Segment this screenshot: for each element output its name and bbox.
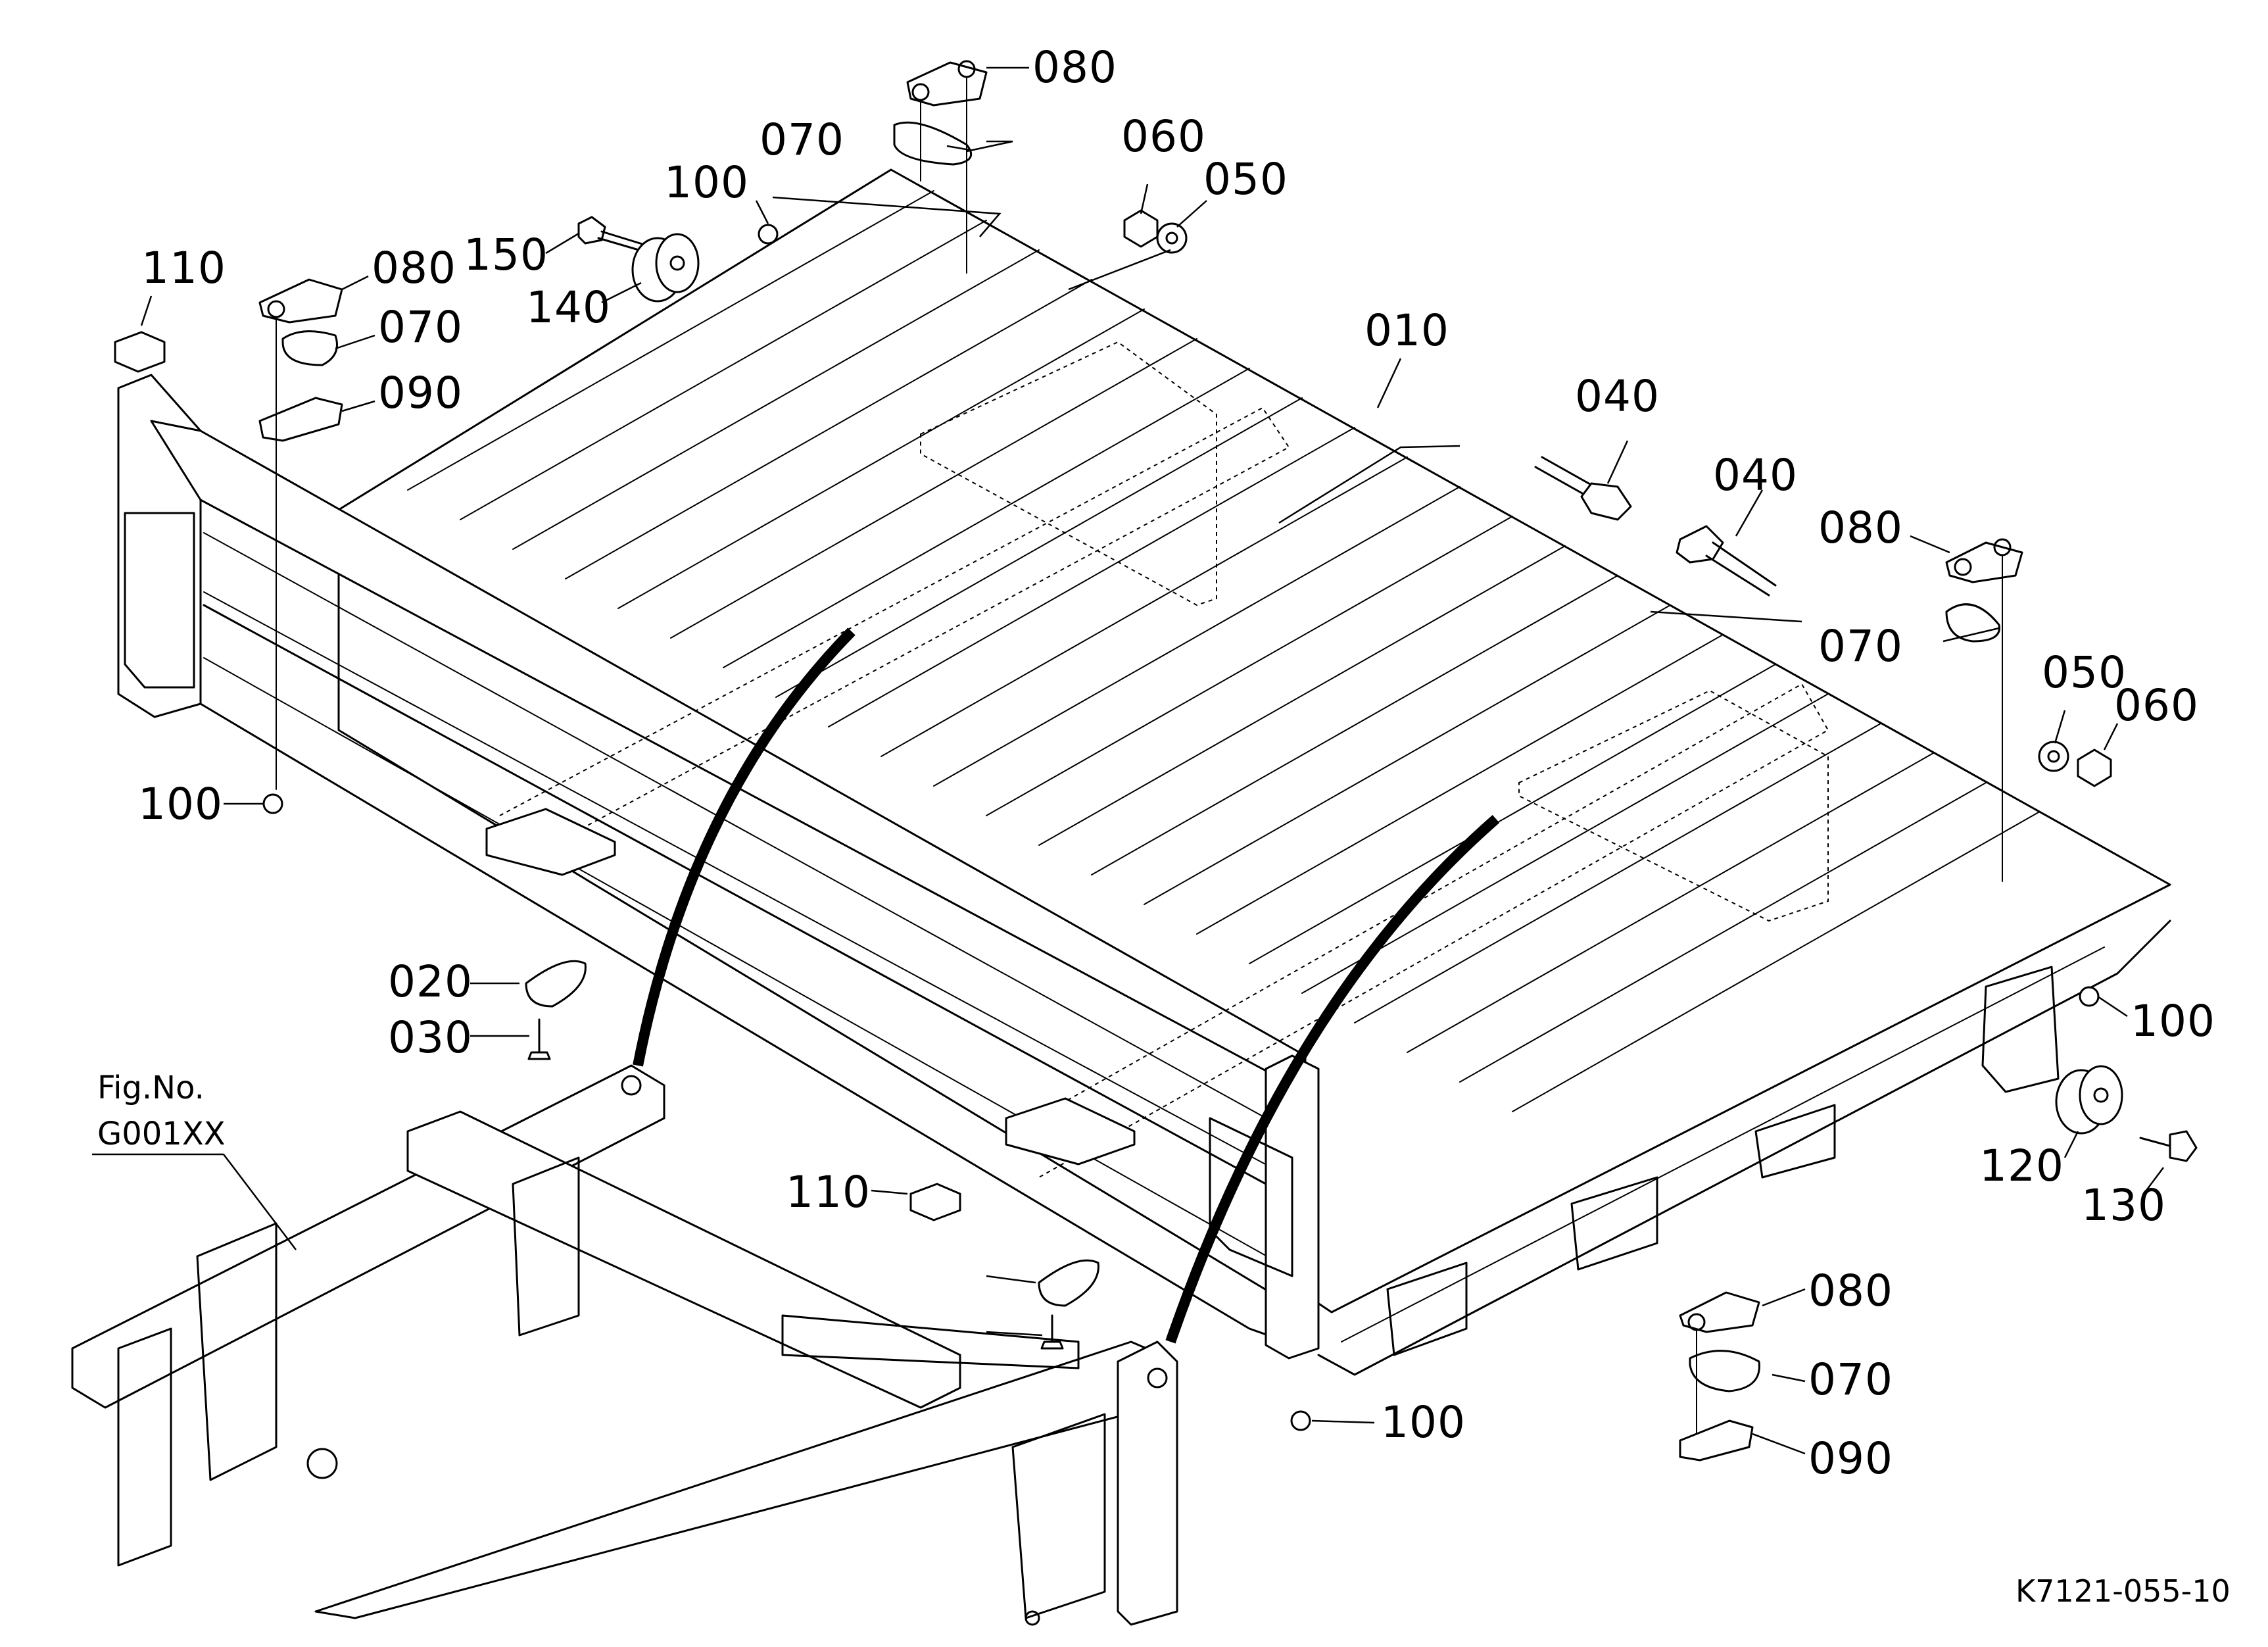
part-labels: 010 020 030 040 040 050 060 050 060 070 … <box>97 42 2231 1609</box>
bushing-120 <box>2055 1065 2123 1135</box>
label-110-top: 110 <box>141 243 226 293</box>
washer-050-top <box>1156 222 1188 254</box>
label-100-right: 100 <box>2131 996 2215 1046</box>
plate-090-lower <box>1679 1419 1754 1462</box>
label-020-left: 020 <box>388 956 473 1007</box>
nut-100-right <box>2079 986 2100 1007</box>
hinge-band-left <box>633 627 856 1067</box>
label-100-left: 100 <box>138 779 223 829</box>
label-030-left: 030 <box>388 1012 473 1063</box>
nut-060-right <box>2077 749 2112 787</box>
label-060-right: 060 <box>2114 680 2199 731</box>
nut-100-center <box>1290 1410 1311 1431</box>
bolt-030-right <box>1040 1314 1064 1350</box>
plug-110-top <box>114 331 166 373</box>
label-090-left: 090 <box>378 368 463 418</box>
label-130: 130 <box>2081 1180 2166 1231</box>
nut-060-top <box>1123 209 1159 248</box>
plug-110-right <box>909 1183 961 1221</box>
bolt-040-lower <box>1676 525 1777 597</box>
nut-100-left <box>262 793 283 814</box>
label-080-right: 080 <box>1818 503 1903 553</box>
clip-080-left <box>258 278 343 790</box>
hinge-band-right <box>1165 814 1500 1344</box>
label-080-lower: 080 <box>1808 1266 1893 1316</box>
figure-reference-line1: Fig.No. <box>97 1069 205 1106</box>
label-080-top: 080 <box>1032 42 1117 93</box>
nut-100-top <box>758 224 779 245</box>
label-150: 150 <box>464 230 548 280</box>
ring-070-left <box>281 330 338 366</box>
bolt-130 <box>2139 1130 2198 1162</box>
washer-050-right <box>2038 741 2069 772</box>
bolt-040-upper <box>1534 456 1632 521</box>
chassis-frame <box>71 1064 1178 1626</box>
bolt-150 <box>577 216 646 253</box>
label-080-left: 080 <box>372 243 456 293</box>
figure-reference-line2: G001XX <box>97 1116 226 1152</box>
label-050-right: 050 <box>2042 647 2127 698</box>
label-090-lower: 090 <box>1808 1433 1893 1484</box>
clip-080-lower <box>1679 1291 1760 1435</box>
label-010: 010 <box>1364 305 1449 356</box>
deck-ribs <box>407 190 2039 1112</box>
bolt-030-left <box>527 1018 551 1060</box>
label-100-center: 100 <box>1381 1397 1466 1448</box>
plate-090-left <box>258 397 343 442</box>
label-140: 140 <box>526 282 611 333</box>
label-040-upper: 040 <box>1575 371 1660 422</box>
label-070-right: 070 <box>1818 621 1903 672</box>
leader-lines <box>92 66 2164 1455</box>
clip-080-top <box>906 60 988 274</box>
pad-020-left <box>525 960 587 1008</box>
label-040-lower: 040 <box>1713 450 1798 501</box>
ring-070-right <box>1945 603 2000 643</box>
clip-080-right <box>1945 538 2023 882</box>
label-050-top: 050 <box>1203 154 1288 205</box>
ring-070-lower <box>1689 1350 1760 1392</box>
pad-020-right <box>1038 1259 1099 1307</box>
label-070-top: 070 <box>760 114 844 165</box>
bushing-140 <box>631 233 700 303</box>
label-070-left: 070 <box>378 302 463 353</box>
label-060-top: 060 <box>1121 111 1206 162</box>
figure-code: K7121-055-10 <box>2015 1573 2231 1609</box>
label-100-top: 100 <box>664 157 749 208</box>
label-110-right: 110 <box>786 1167 871 1217</box>
cargo-bed-panel <box>117 168 2171 1376</box>
label-120: 120 <box>1979 1141 2064 1191</box>
ring-070-top <box>893 121 973 166</box>
label-070-lower: 070 <box>1808 1354 1893 1405</box>
